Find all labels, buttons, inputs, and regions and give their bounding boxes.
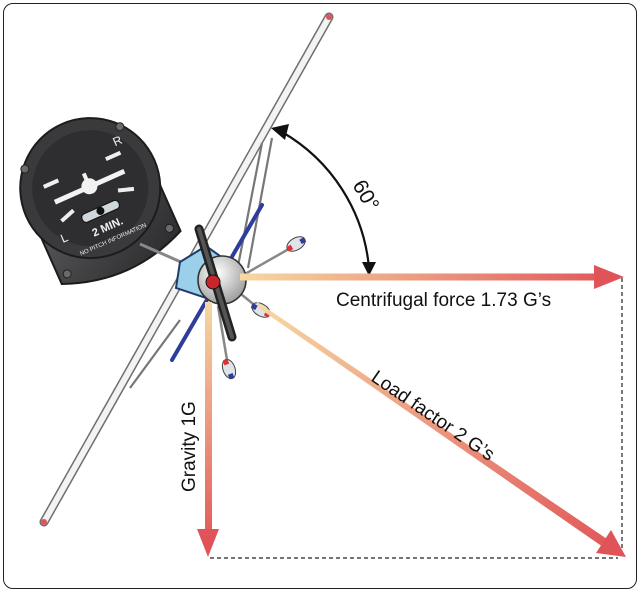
gear-leg-nose [216,305,230,367]
bank-angle-marker: 60° [271,124,383,276]
propeller-spinner [205,274,221,290]
centrifugal-force-label: Centrifugal force 1.73 G’s [336,290,551,311]
wing-strut-upper-b [246,137,274,269]
load-factor-arrow-shaft [256,301,607,547]
gear-leg-right [237,244,295,280]
arc-arrowhead-top [271,124,289,140]
centrifugal-arrowhead [594,265,624,289]
load-factor-arrowhead [596,530,626,557]
load-factor-label: Load factor 2 G’s [367,367,498,466]
centrifugal-force-vector: Centrifugal force 1.73 G’s [240,265,624,311]
wingtip-light-upper [326,14,332,20]
gravity-label: Gravity 1G [179,401,200,492]
propeller [194,224,237,342]
gravity-arrowhead [197,529,219,557]
wheel-right [286,236,307,252]
airplane-front-view [39,12,334,527]
load-factor-vector: Load factor 2 G’s [256,301,626,557]
wingtip-light-lower [41,519,47,525]
bank-angle-arc [281,131,371,269]
wheel-nose [221,358,237,380]
turn-coordinator-instrument: 2 MIN. NO PITCH INFORMATION L R [19,117,182,285]
arc-arrowhead-bottom [362,262,376,276]
centrifugal-arrow-shaft [240,273,596,281]
gravity-arrow-shaft [205,302,212,532]
gravity-vector: Gravity 1G [179,302,219,557]
wing-strut-lower [129,319,181,389]
wing-strut-upper-a [236,142,264,267]
vector-completion-lines [210,278,623,559]
